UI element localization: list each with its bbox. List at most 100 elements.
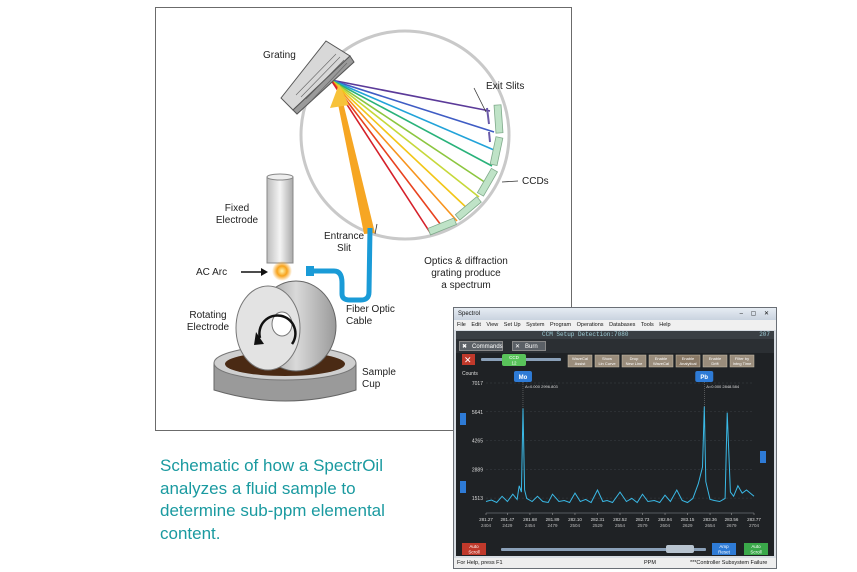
auto-scroll-right-button[interactable]: [744, 543, 768, 555]
tool-button-label: New Line: [626, 361, 643, 366]
pixel-tick-label: 2654: [705, 523, 716, 528]
tool-button-label: Assist: [575, 361, 587, 366]
status-error: ***Controller Subsystem Failure: [690, 560, 768, 566]
menu-help[interactable]: Help: [659, 322, 671, 328]
bottom-scroll-thumb[interactable]: [666, 545, 694, 553]
ccd-badge[interactable]: [502, 354, 526, 366]
auto-scroll-left-button[interactable]: [462, 543, 486, 555]
spectrum-ray: [330, 79, 487, 184]
rotation-arrow-icon: [258, 314, 297, 345]
right-scroll-button[interactable]: [760, 451, 766, 463]
window-controls-icon[interactable]: – ▢ ✕: [739, 311, 772, 317]
menu-tools[interactable]: Tools: [640, 322, 654, 328]
tool-button[interactable]: [621, 354, 647, 368]
pixel-tick-label: 2704: [749, 523, 760, 528]
x-tick-label: 281.47: [501, 517, 515, 522]
ccd-label-1: CCD: [509, 355, 519, 360]
x-tick-label: 282.10: [568, 517, 582, 522]
menu-system[interactable]: System: [526, 322, 545, 328]
amp-reset-label-1: Amp: [719, 544, 729, 549]
label-rotating-electrode: Rotating Electrode: [186, 310, 230, 333]
caption-line: Schematic of how a SpectrOil: [160, 456, 383, 475]
tool-button[interactable]: [567, 354, 593, 368]
burn-label: Burn: [525, 344, 538, 350]
menu-bar: File Edit View Set Up System Program Ope…: [454, 320, 776, 330]
label-grating: Grating: [263, 50, 296, 61]
menu-databases[interactable]: Databases: [609, 322, 636, 328]
x-tick-label: 282.31: [591, 517, 605, 522]
tool-button[interactable]: [729, 354, 755, 368]
menu-setup[interactable]: Set Up: [503, 322, 521, 328]
fixed-electrode: [266, 176, 294, 264]
auto-scroll-right-label-2: Scroll: [750, 550, 761, 555]
y-tick-label: 4265: [472, 439, 483, 445]
bottom-scroll-track[interactable]: [501, 548, 706, 551]
left-scroll-button[interactable]: [460, 413, 466, 425]
command-bar: ✖ Commands ✕ Burn: [456, 339, 774, 353]
tool-button[interactable]: [648, 354, 674, 368]
menu-file[interactable]: File: [457, 322, 466, 328]
pixel-tick-label: 2404: [481, 523, 492, 528]
marker-value: A=0.000 2996.803: [525, 384, 559, 389]
menu-operations[interactable]: Operations: [576, 322, 604, 328]
label-optics: Optics & diffraction grating produce a s…: [424, 256, 508, 291]
tool-button[interactable]: [675, 354, 701, 368]
element-marker-label: Pb: [700, 375, 708, 381]
label-ac-arc: AC Arc: [196, 267, 228, 278]
spectrum-line: [485, 406, 755, 504]
amp-reset-button[interactable]: [712, 543, 736, 555]
rowland-circle: [299, 29, 511, 241]
pixel-tick-label: 2504: [570, 523, 581, 528]
spectrum-ray: [330, 79, 493, 167]
pixel-tick-label: 2604: [660, 523, 671, 528]
counts-label: Counts: [462, 371, 478, 377]
burn-button[interactable]: ✕ Burn: [512, 341, 546, 351]
x-tick-label: 283.36: [703, 517, 717, 522]
tool-button-label: Enable: [682, 356, 695, 361]
tool-button-label: Lin Curve: [598, 361, 616, 366]
x-tick-label: 283.15: [681, 517, 695, 522]
caption-line: analyzes a fluid sample to: [160, 478, 356, 498]
label-fixed-electrode: Fixed Electrode: [215, 203, 259, 226]
ccd-label-2: 12: [511, 361, 517, 366]
commands-button[interactable]: ✖ Commands: [459, 341, 503, 351]
pixel-tick-label: 2429: [502, 523, 513, 528]
spectrum-ray: [330, 79, 491, 112]
detection-text: CCM Setup Detection:7080: [542, 331, 629, 338]
label-ccds: CCDs: [522, 176, 549, 187]
auto-scroll-left-label-2: Scroll: [468, 550, 479, 555]
label-exit-slits: Exit Slits: [486, 81, 525, 92]
menu-edit[interactable]: Edit: [471, 322, 481, 328]
clear-button[interactable]: [462, 354, 475, 365]
detection-count: 207: [759, 331, 770, 338]
schematic-frame: Grating Exit Slits CCDs Fixed Electrode …: [155, 7, 572, 431]
tool-button[interactable]: [594, 354, 620, 368]
left-scroll-button-2[interactable]: [460, 481, 466, 493]
element-marker[interactable]: [695, 371, 714, 382]
menu-view[interactable]: View: [486, 322, 499, 328]
tool-button-label: Intng Time: [733, 361, 752, 366]
pixel-tick-label: 2629: [683, 523, 694, 528]
pixel-tick-label: 2479: [547, 523, 558, 528]
status-ppm: PPM: [644, 560, 656, 566]
tool-button-label: WaveCal: [653, 361, 669, 366]
menu-program[interactable]: Program: [550, 322, 572, 328]
arc-spark: [272, 261, 292, 281]
tool-button-label: Drop: [630, 356, 639, 361]
y-tick-label: 7017: [472, 381, 483, 387]
tool-button[interactable]: [702, 354, 728, 368]
commands-icon: ✖: [462, 344, 468, 350]
entrance-beam: [337, 98, 375, 234]
beam-arrowhead: [330, 84, 349, 108]
y-tick-label: 1513: [472, 496, 483, 502]
x-tick-label: 282.94: [658, 517, 672, 522]
tool-button-label: Enable: [709, 356, 722, 361]
status-bar: For Help, press F1 PPM ***Controller Sub…: [454, 558, 776, 568]
app-title: Spectrol: [458, 311, 481, 317]
y-tick-label: 2889: [472, 467, 483, 473]
element-marker[interactable]: [513, 371, 532, 382]
